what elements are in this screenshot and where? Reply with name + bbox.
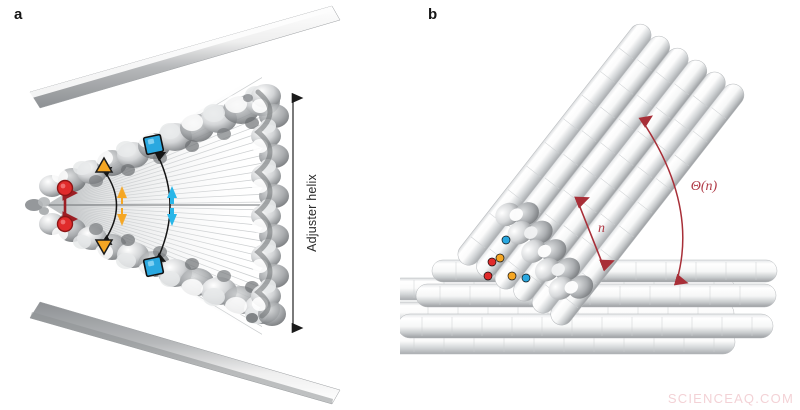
red-marker-group: [56, 179, 78, 233]
hinge-markers: [483, 235, 531, 283]
theta-label: Θ(n): [691, 179, 718, 194]
adjuster-helix-scale: Adjuster helix: [291, 92, 319, 334]
cyan-arrow-up: [167, 186, 177, 204]
theta-arc-arrow: [638, 115, 689, 286]
orange-marker-group: [94, 156, 127, 256]
panel-b-illustration: n Θ(n): [400, 23, 778, 355]
lower-beam: [29, 301, 341, 405]
orange-triangle-bottom: [94, 239, 114, 256]
panel-a: a: [14, 5, 341, 405]
blue-square-top: [142, 133, 165, 156]
orange-arrow-up: [117, 186, 127, 204]
orange-arrow-down: [117, 208, 127, 226]
n-double-arrow: [574, 196, 615, 272]
apex-blobs: [25, 94, 258, 323]
blue-marker-group: [142, 133, 177, 278]
red-circle-top: [56, 179, 74, 197]
panel-b-label: b: [428, 6, 438, 23]
cyan-arrow-down: [167, 208, 177, 226]
lower-bundle-row-front: [400, 313, 774, 355]
n-label: n: [598, 221, 605, 236]
angle-annotation: Θ(n): [638, 115, 718, 286]
panel-a-label: a: [14, 6, 23, 23]
adjuster-helix-label: Adjuster helix: [305, 174, 319, 252]
red-circle-bottom: [56, 215, 74, 233]
hinge-adjuster-helix: [483, 202, 594, 300]
panel-a-illustration: Adjuster helix: [25, 5, 341, 405]
panel-b: b: [400, 0, 800, 410]
watermark: SCIENCEAQ.COM: [667, 391, 794, 406]
orange-triangle-top: [94, 156, 114, 173]
upper-beam: [29, 5, 341, 109]
adjuster-helix-structure: [251, 84, 289, 326]
segment-length-annotation: n: [574, 196, 615, 272]
blue-square-bottom: [142, 255, 165, 278]
